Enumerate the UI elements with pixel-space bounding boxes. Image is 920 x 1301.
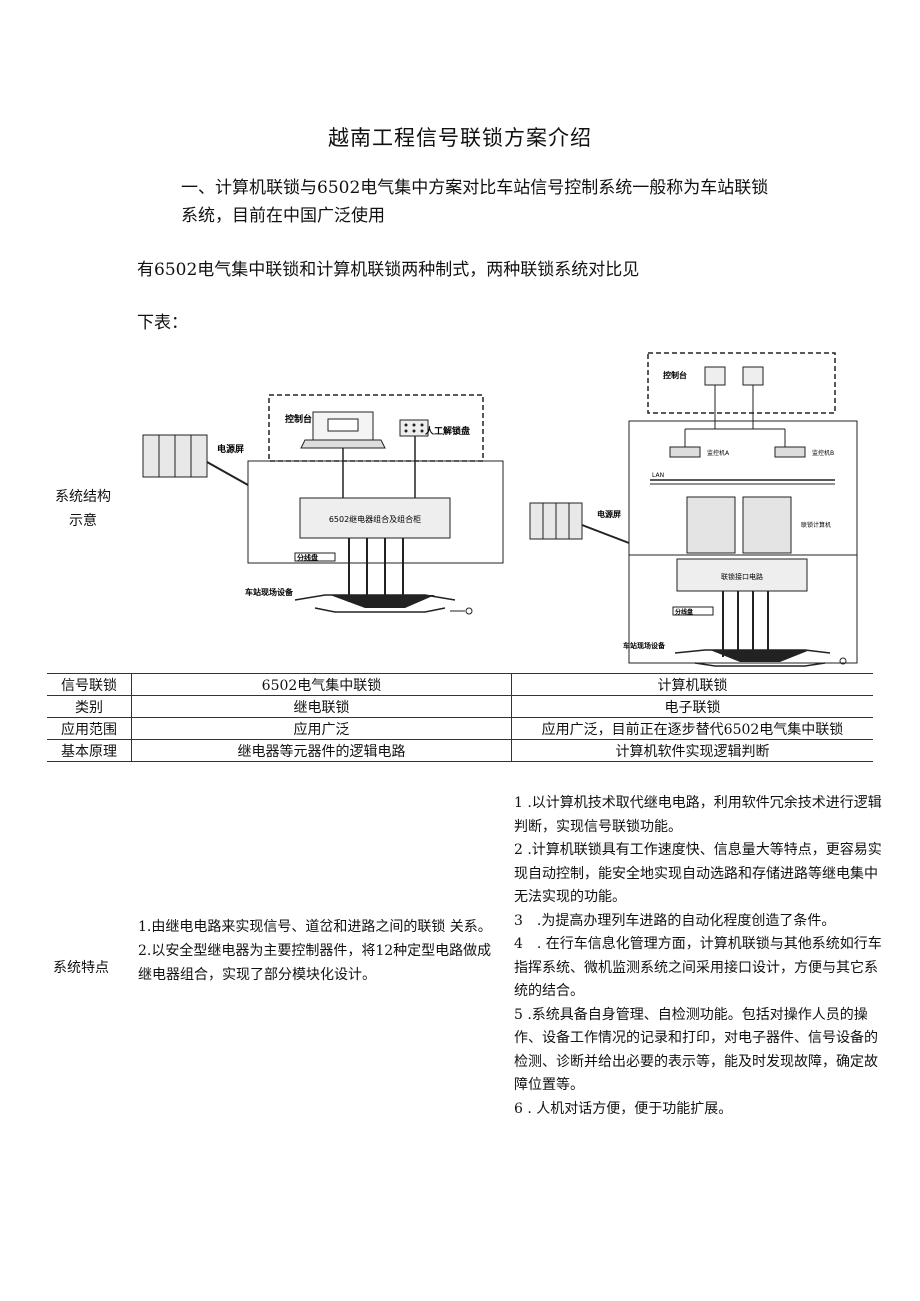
table-row: 信号联锁 6502电气集中联锁 计算机联锁: [47, 673, 873, 696]
distribution-label: 分线盘: [675, 608, 693, 616]
table-cell: 应用广泛: [131, 717, 512, 740]
relay-group-box: [299, 497, 451, 539]
table-cell: 基本原理: [47, 739, 132, 762]
structure-label-1: 系统结构: [55, 489, 111, 505]
field-equipment-label: 车站现场设备: [623, 641, 666, 650]
interlock-rack-1: [686, 496, 736, 554]
feature-item: 3 .为提高办理列车进路的自动化程度创造了条件。: [514, 912, 836, 929]
control-area-box: [647, 352, 836, 414]
table-row: 基本原理 继电器等元器件的逻辑电路 计算机软件实现逻辑判断: [47, 739, 873, 762]
structure-label-2: 示意: [69, 513, 97, 529]
lan-label: LAN: [652, 472, 664, 479]
distribution-box: [672, 606, 714, 616]
paragraph-2: 有6502电气集中联锁和计算机联锁两种制式，两种联锁系统对比见: [137, 260, 640, 280]
monitor-a-box: [669, 446, 701, 458]
monitor-b-box: [774, 446, 806, 458]
interface-room-box: [628, 554, 858, 664]
feature-item: 2 .计算机联锁具有工作速度快、信息量大等特点，更容易实现自动控制，能安全地实现…: [514, 842, 882, 905]
feature-item: 4 . 在行车信息化管理方面，计算机联锁与其他系统如行车指挥系统、微机监测系统之…: [514, 936, 882, 999]
table-cell: 继电联锁: [131, 695, 512, 718]
table-cell: 信号联锁: [47, 673, 132, 696]
unlock-panel-icon: [399, 419, 429, 437]
diagram-6502: 控制台 人工解锁盘 电源屏 6502继电器组合及组合柜 分线盘 车站现场设备: [142, 394, 504, 615]
table-cell: 6502电气集中联锁: [131, 673, 512, 696]
table-cell: 应用范围: [47, 717, 132, 740]
power-screen-label: 电源屏: [217, 443, 244, 455]
manual-unlock-label: 人工解锁盘: [424, 425, 470, 437]
table-cell: 计算机联锁: [511, 673, 873, 696]
paragraph-3: 下表：: [137, 313, 188, 333]
control-desk-label: 控制台: [285, 413, 312, 425]
features-computer: 1 .以计算机技术取代继电电路，利用软件冗余技术进行逻辑判断，实现信号联锁功能。…: [514, 792, 884, 1121]
features-label: 系统特点: [53, 960, 109, 976]
page-title: 越南工程信号联锁方案介绍: [328, 126, 592, 150]
comparison-table: 信号联锁 6502电气集中联锁 计算机联锁 类别 继电联锁 电子联锁 应用范围 …: [47, 673, 873, 762]
heading-section-1: 一、计算机联锁与6502电气集中方案对比车站信号控制系统一般称为车站联锁 系统，…: [181, 174, 881, 230]
feature-item: 2.以安全型继电器为主要控制器件，将12种定型电路做成继电器组合，实现了部分模块…: [138, 943, 492, 983]
distribution-box: [294, 552, 336, 562]
table-cell: 类别: [47, 695, 132, 718]
feature-item: 6 . 人机对话方便，便于功能扩展。: [514, 1100, 733, 1117]
table-cell: 电子联锁: [511, 695, 873, 718]
features-6502: 1.由继电电路来实现信号、道岔和进路之间的联锁 关系。 2.以安全型继电器为主要…: [138, 915, 498, 987]
table-row: 应用范围 应用广泛 应用广泛，目前正在逐步替代6502电气集中联锁: [47, 717, 873, 740]
diagram-computer: 控制台 监控机A 监控机B LAN 联锁计算机 电源屏 联锁接口电路 分线盘 车…: [529, 352, 858, 667]
table-cell: 应用广泛，目前正在逐步替代6502电气集中联锁: [511, 717, 873, 740]
feature-item: 5 .系统具备自身管理、自检测功能。包括对操作人员的操作、设备工作情况的记录和打…: [514, 1006, 878, 1094]
interface-circuit-label: 联锁接口电路: [721, 572, 763, 581]
field-equipment-label: 车站现场设备: [245, 587, 294, 597]
interlock-rack-2: [742, 496, 792, 554]
control-desk-label: 控制台: [663, 370, 687, 380]
monitor-a-label: 监控机A: [707, 449, 730, 457]
feature-item: 1 .以计算机技术取代继电电路，利用软件冗余技术进行逻辑判断，实现信号联锁功能。: [514, 795, 882, 835]
relay-room-box: [247, 460, 504, 564]
monitor-b-label: 监控机B: [812, 449, 834, 457]
power-screen-label: 电源屏: [597, 509, 621, 519]
feature-item: 1.由继电电路来实现信号、道岔和进路之间的联锁 关系。: [138, 919, 492, 935]
heading-line-2: 系统，目前在中国广泛使用: [181, 206, 385, 226]
table-cell: 继电器等元器件的逻辑电路: [131, 739, 512, 762]
heading-line-1: 一、计算机联锁与6502电气集中方案对比车站信号控制系统一般称为车站联锁: [181, 178, 769, 198]
table-row: 类别 继电联锁 电子联锁: [47, 695, 873, 718]
interface-circuit-box: [676, 558, 808, 592]
monitor-icon-2: [742, 366, 764, 386]
distribution-label: 分线盘: [297, 553, 318, 562]
table-cell: 计算机软件实现逻辑判断: [511, 739, 873, 762]
interlock-computer-label: 联锁计算机: [801, 521, 831, 529]
monitor-icon-1: [704, 366, 726, 386]
relay-group-label: 6502继电器组合及组合柜: [329, 514, 421, 524]
